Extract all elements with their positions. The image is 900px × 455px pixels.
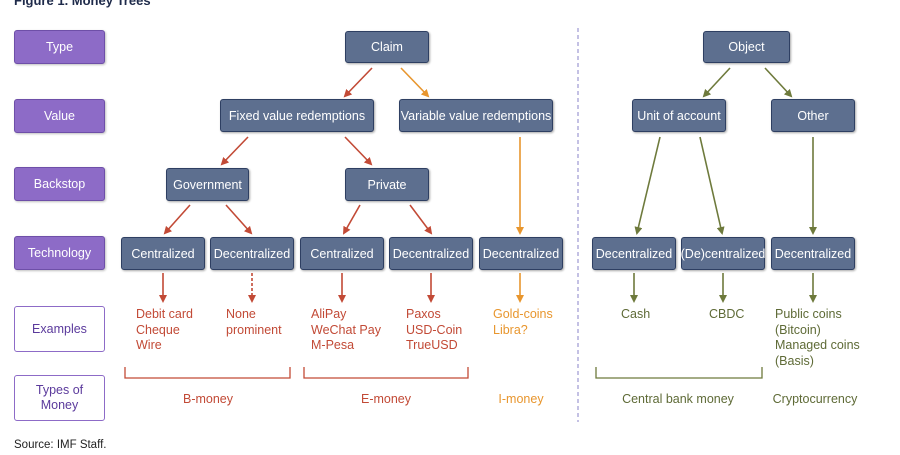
brace-b-money (124, 367, 291, 379)
arrow-uoa-decentralized (634, 136, 661, 235)
example-priv-centralized: AliPay WeChat Pay M-Pesa (311, 307, 381, 352)
example-cbdc: CBDC (709, 307, 745, 321)
arrow-object-other (764, 67, 793, 98)
node-tech-other-decentralized: Decentralized (771, 237, 855, 270)
arrow-claim-variable (400, 67, 430, 98)
money-i-money: I-money (498, 392, 544, 406)
row-label-examples: Examples (14, 306, 105, 352)
arrow-gov-centralized (163, 204, 191, 235)
arrow-priv-decentralized (409, 204, 433, 235)
money-cryptocurrency: Cryptocurrency (772, 392, 858, 406)
money-e-money: E-money (360, 392, 412, 406)
arrow-uoa-decentralized2 (699, 136, 725, 235)
node-government: Government (166, 168, 249, 201)
node-tech-gov-decentralized: Decentralized (210, 237, 294, 270)
example-var-decentralized: Gold-coins Libra? (493, 307, 553, 337)
node-tech-var-decentralized: Decentralized (479, 237, 563, 270)
arrow-fixed-private (344, 136, 373, 166)
example-priv-decentralized: Paxos USD-Coin TrueUSD (406, 307, 463, 352)
node-claim: Claim (345, 31, 429, 63)
node-tech-priv-decentralized: Decentralized (389, 237, 473, 270)
node-unit-of-account: Unit of account (632, 99, 726, 132)
node-fixed-value: Fixed value redemptions (220, 99, 374, 132)
brace-e-money (303, 367, 469, 379)
row-label-value: Value (14, 99, 105, 133)
row-label-types-of-money: Types of Money (14, 375, 105, 421)
node-variable-value: Variable value redemptions (399, 99, 553, 132)
node-other: Other (771, 99, 855, 132)
figure-title: Figure 1. Money Trees (14, 0, 151, 8)
node-object: Object (703, 31, 790, 63)
example-gov-centralized: Debit card Cheque Wire (136, 307, 193, 352)
node-tech-gov-centralized: Centralized (121, 237, 205, 270)
brace-central-bank-money (595, 367, 763, 379)
node-tech-priv-centralized: Centralized (300, 237, 384, 270)
example-gov-decentralized: None prominent (226, 307, 282, 337)
node-tech-uoa-decentralized: Decentralized (592, 237, 676, 270)
node-tech-uoa-decentralized2: (De)centralized (681, 237, 765, 270)
example-crypto: Public coins (Bitcoin) Managed coins (Ba… (775, 307, 860, 368)
row-label-backstop: Backstop (14, 167, 105, 201)
arrow-fixed-government (220, 136, 249, 166)
source-note: Source: IMF Staff. (14, 439, 107, 451)
money-b-money: B-money (182, 392, 234, 406)
arrow-priv-centralized (343, 204, 361, 235)
row-label-technology: Technology (14, 236, 105, 270)
arrow-object-uoa (702, 67, 731, 98)
money-central-bank: Central bank money (622, 392, 734, 406)
row-label-type: Type (14, 30, 105, 64)
node-private: Private (345, 168, 429, 201)
arrow-gov-decentralized (225, 204, 253, 235)
arrow-claim-fixed (343, 67, 373, 98)
example-cash: Cash (621, 307, 651, 321)
